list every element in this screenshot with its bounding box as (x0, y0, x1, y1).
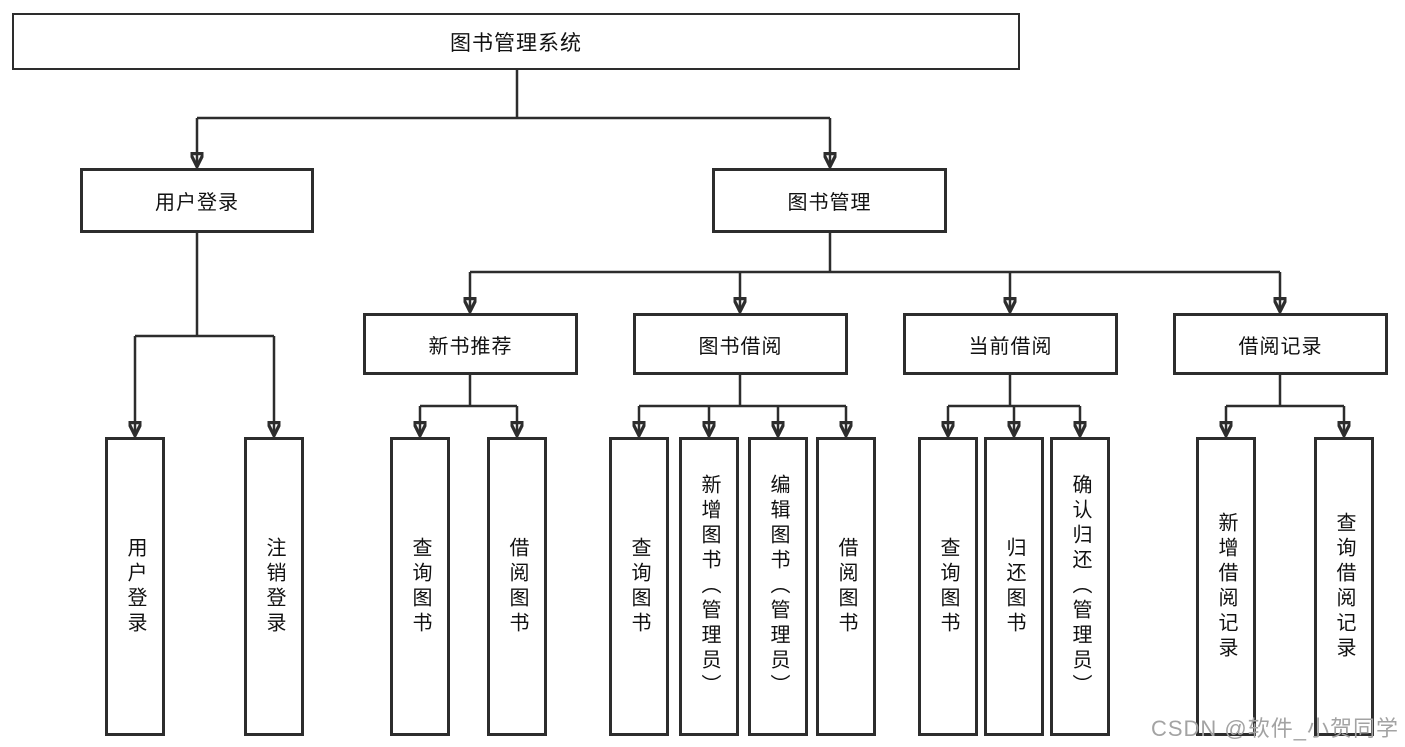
connector-book-borrow-split (639, 375, 846, 408)
node-new-book-recommend: 新书推荐 (363, 313, 578, 375)
leaf-user-login: 用户登录 (105, 437, 165, 736)
leaf-edit-books-admin-label: 编辑图书（管理员） (767, 474, 789, 699)
node-book-management: 图书管理 (712, 168, 947, 233)
leaf-query-books-borrow-label: 查询图书 (628, 536, 650, 637)
connector-book-management-split (470, 233, 1280, 274)
leaf-query-borrow-record-label: 查询借阅记录 (1333, 511, 1355, 662)
connector-current-borrow-split (948, 375, 1080, 408)
leaf-confirm-return-admin: 确认归还（管理员） (1050, 437, 1110, 736)
leaf-return-books: 归还图书 (984, 437, 1044, 736)
leaf-logout-label: 注销登录 (263, 536, 285, 637)
leaf-logout: 注销登录 (244, 437, 304, 736)
connector-user-login-split (135, 233, 274, 338)
leaf-return-books-label: 归还图书 (1003, 536, 1025, 637)
leaf-borrow-books-recommend-label: 借阅图书 (506, 536, 528, 637)
leaf-query-borrow-record: 查询借阅记录 (1314, 437, 1374, 736)
node-root-library-system: 图书管理系统 (12, 13, 1020, 70)
leaf-query-books-current: 查询图书 (918, 437, 978, 736)
leaf-borrow-books-recommend: 借阅图书 (487, 437, 547, 736)
leaf-edit-books-admin: 编辑图书（管理员） (748, 437, 808, 736)
leaf-confirm-return-admin-label: 确认归还（管理员） (1069, 474, 1091, 699)
leaf-add-borrow-record-label: 新增借阅记录 (1215, 511, 1237, 662)
leaf-query-books-recommend-label: 查询图书 (409, 536, 431, 637)
leaf-query-books-borrow: 查询图书 (609, 437, 669, 736)
connector-borrow-records-split (1226, 375, 1344, 408)
leaf-add-books-admin-label: 新增图书（管理员） (698, 474, 720, 699)
connector-new-book-recommend-split (420, 375, 517, 408)
node-user-login: 用户登录 (80, 168, 314, 233)
leaf-add-books-admin: 新增图书（管理员） (679, 437, 739, 736)
connector-root-split (197, 70, 830, 120)
leaf-borrow-books: 借阅图书 (816, 437, 876, 736)
leaf-add-borrow-record: 新增借阅记录 (1196, 437, 1256, 736)
leaf-user-login-label: 用户登录 (124, 536, 146, 637)
node-book-borrow: 图书借阅 (633, 313, 848, 375)
node-current-borrow: 当前借阅 (903, 313, 1118, 375)
leaf-query-books-recommend: 查询图书 (390, 437, 450, 736)
leaf-borrow-books-label: 借阅图书 (835, 536, 857, 637)
leaf-query-books-current-label: 查询图书 (937, 536, 959, 637)
node-borrow-records: 借阅记录 (1173, 313, 1388, 375)
